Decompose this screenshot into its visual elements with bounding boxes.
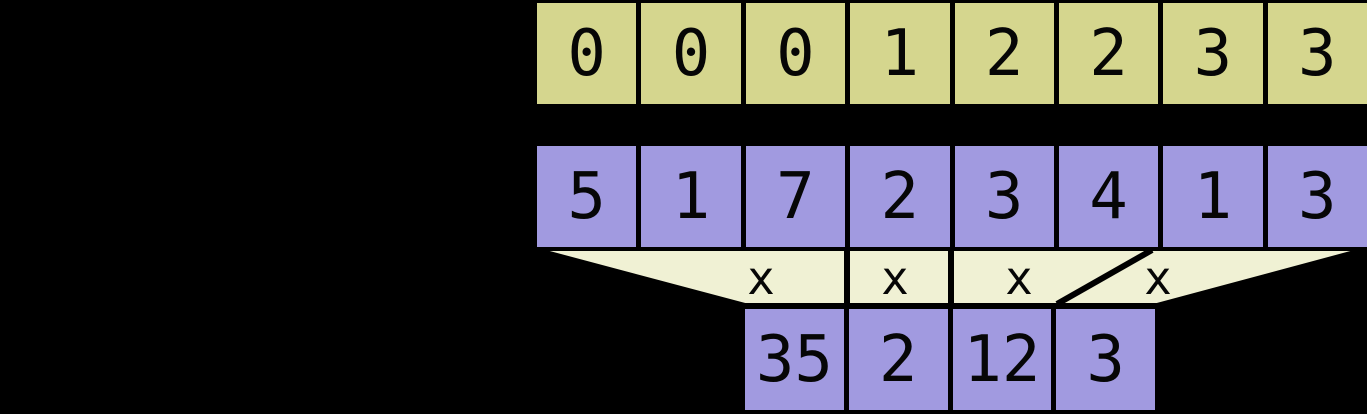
funnel-divider-diagonal <box>1055 247 1154 307</box>
value-cell: 2 <box>850 146 950 247</box>
value-cell: 3 <box>954 146 1054 247</box>
value-cell: 5 <box>537 146 637 247</box>
key-cell: 3 <box>1267 3 1367 104</box>
value-cell: 1 <box>641 146 741 247</box>
key-cell: 2 <box>1058 3 1159 104</box>
result-cell: 2 <box>848 309 948 410</box>
value-cell: 4 <box>1058 146 1159 247</box>
multiply-operator: x <box>747 251 775 305</box>
key-cell: 0 <box>537 3 637 104</box>
key-cell: 3 <box>1163 3 1263 104</box>
result-cell: 12 <box>952 309 1052 410</box>
result-cell: 35 <box>745 309 844 410</box>
key-cell: 0 <box>641 3 741 104</box>
multiply-operator: x <box>1144 251 1172 305</box>
key-cell: 1 <box>850 3 950 104</box>
result-cell: 3 <box>1056 309 1155 410</box>
multiply-operator: x <box>881 251 909 305</box>
key-cell: 0 <box>745 3 846 104</box>
value-cell: 3 <box>1267 146 1367 247</box>
key-cell: 2 <box>954 3 1054 104</box>
multiply-operator: x <box>1005 251 1033 305</box>
value-cell: 1 <box>1163 146 1263 247</box>
value-cell: 7 <box>745 146 846 247</box>
